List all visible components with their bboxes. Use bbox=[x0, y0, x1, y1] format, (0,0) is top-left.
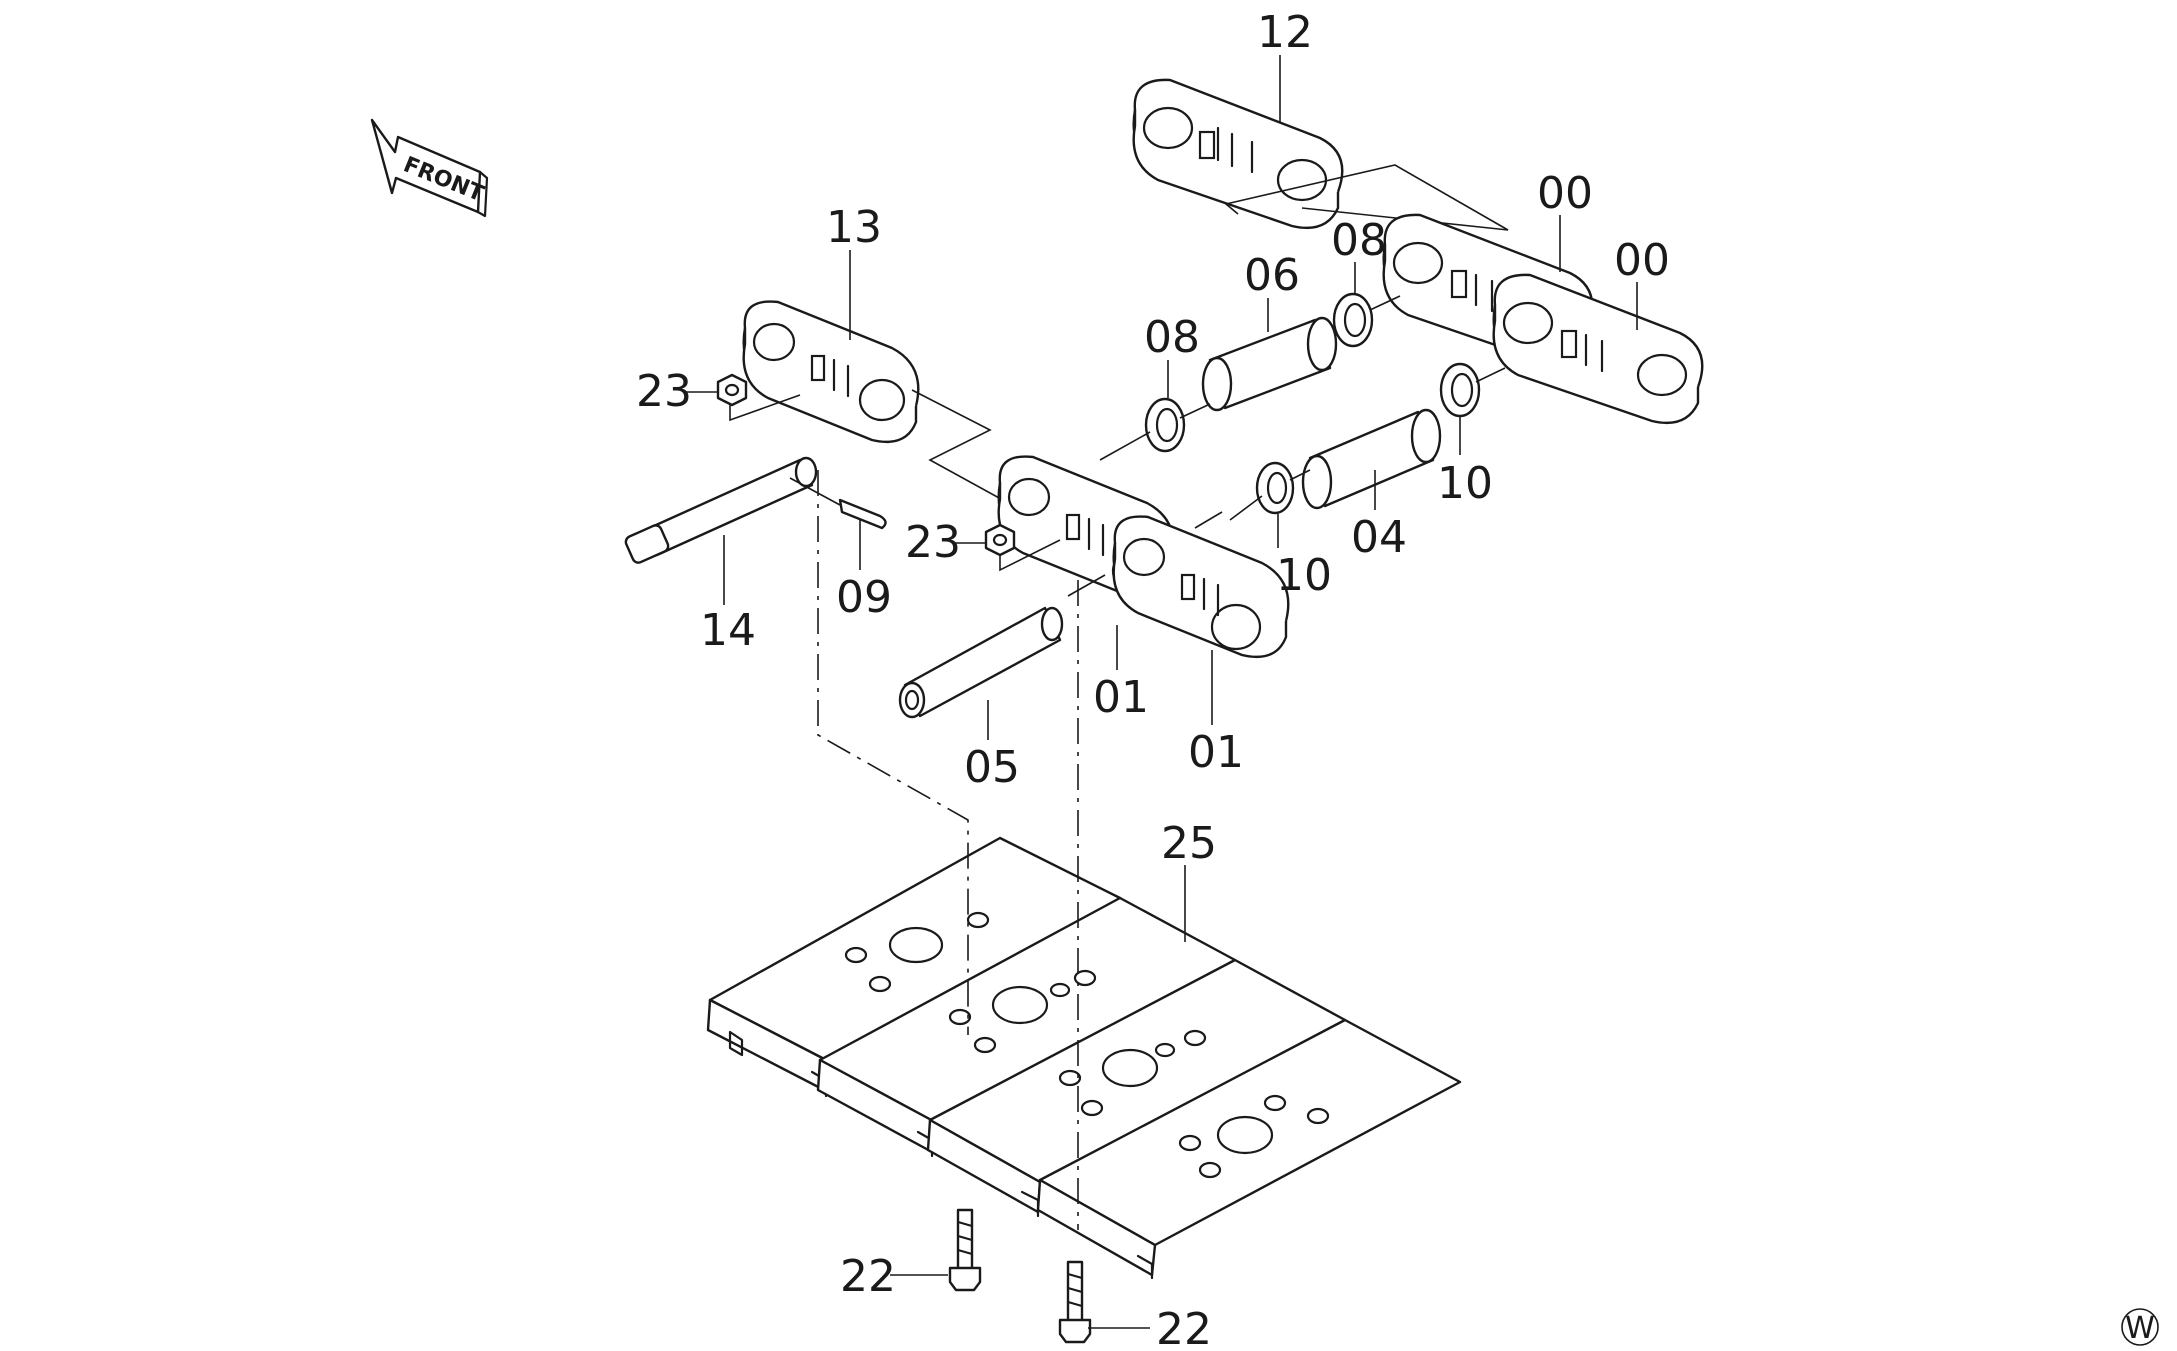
shoe-hole bbox=[991, 985, 1049, 1025]
bolt bbox=[1058, 1260, 1092, 1344]
shoe-hole bbox=[1080, 1099, 1104, 1117]
shoe-hole bbox=[1198, 1161, 1222, 1179]
callout-22-a: 22 bbox=[840, 1251, 896, 1302]
track-link-00b bbox=[1492, 273, 1704, 425]
track-link-01b bbox=[1112, 515, 1290, 659]
callout-09: 09 bbox=[836, 572, 892, 623]
shoe-hole bbox=[868, 975, 892, 993]
callout-13: 13 bbox=[826, 202, 882, 253]
track-shoe-assembly bbox=[706, 836, 1462, 1280]
axis-line bbox=[729, 394, 801, 422]
callout-10-a: 10 bbox=[1276, 550, 1332, 601]
bushing-04 bbox=[1301, 408, 1442, 510]
bolt bbox=[948, 1208, 982, 1292]
shoe-hole bbox=[1306, 1107, 1330, 1125]
axis-line bbox=[1229, 469, 1311, 521]
callout-05: 05 bbox=[964, 742, 1020, 793]
callout-23-b: 23 bbox=[905, 517, 961, 568]
pin-05 bbox=[898, 606, 1064, 719]
nut-23b bbox=[984, 523, 1016, 557]
callout-12: 12 bbox=[1257, 7, 1313, 58]
axis-line bbox=[999, 539, 1061, 572]
callout-04: 04 bbox=[1351, 512, 1407, 563]
shoe-hole bbox=[973, 1036, 997, 1054]
callout-08-a: 08 bbox=[1144, 312, 1200, 363]
axis-line bbox=[1475, 367, 1506, 383]
callout-leaders bbox=[685, 55, 1638, 1329]
axis-line bbox=[1067, 511, 1223, 597]
seal-10a bbox=[1255, 461, 1295, 515]
axis-line bbox=[1099, 403, 1211, 461]
corner-mark-label: W bbox=[2125, 1311, 2155, 1346]
callout-01-b: 01 bbox=[1188, 727, 1244, 778]
shoe-hole bbox=[966, 911, 990, 929]
track-link-12 bbox=[1132, 78, 1344, 230]
seal-10b bbox=[1439, 362, 1481, 418]
corner-mark: W bbox=[2121, 1308, 2159, 1346]
shoe-hole bbox=[1049, 982, 1071, 998]
bushing-06 bbox=[1201, 316, 1338, 412]
nut-23a bbox=[716, 373, 748, 407]
shoe-hole bbox=[948, 1008, 972, 1026]
callout-00-a: 00 bbox=[1537, 168, 1593, 219]
spring-pin-09 bbox=[838, 498, 887, 530]
shoe-hole bbox=[888, 926, 944, 964]
axis-line bbox=[1369, 295, 1401, 311]
shoe-hole bbox=[1216, 1115, 1274, 1155]
callout-22-b: 22 bbox=[1156, 1304, 1212, 1351]
track-shoe bbox=[1036, 1018, 1462, 1280]
callout-labels: 12 13 00 00 08 08 06 23 23 10 10 04 14 0… bbox=[636, 7, 1670, 1351]
callout-14: 14 bbox=[700, 605, 756, 656]
master-pin-14 bbox=[624, 456, 818, 564]
leader-line bbox=[911, 389, 1031, 516]
axis-line bbox=[789, 477, 841, 506]
callout-06: 06 bbox=[1244, 250, 1300, 301]
callout-08-b: 08 bbox=[1331, 215, 1387, 266]
shoe-hole bbox=[844, 946, 868, 964]
track-shoe bbox=[926, 958, 1347, 1218]
callout-23-a: 23 bbox=[636, 366, 692, 417]
track-link-13 bbox=[742, 300, 920, 444]
callout-01-a: 01 bbox=[1093, 672, 1149, 723]
callout-00-b: 00 bbox=[1614, 235, 1670, 286]
shoe-hole bbox=[1178, 1134, 1202, 1152]
seal-08a bbox=[1144, 397, 1186, 453]
shoe-hole bbox=[1183, 1029, 1207, 1047]
shoe-hole bbox=[1073, 969, 1097, 987]
callout-25: 25 bbox=[1161, 818, 1217, 869]
shoe-hole bbox=[1154, 1042, 1176, 1058]
seal-08b bbox=[1332, 292, 1374, 348]
shoe-hole bbox=[1263, 1094, 1287, 1112]
shoe-hole bbox=[1058, 1069, 1082, 1087]
front-arrow: FRONT bbox=[370, 118, 489, 218]
callout-10-b: 10 bbox=[1437, 458, 1493, 509]
shoe-hole bbox=[1101, 1048, 1159, 1088]
